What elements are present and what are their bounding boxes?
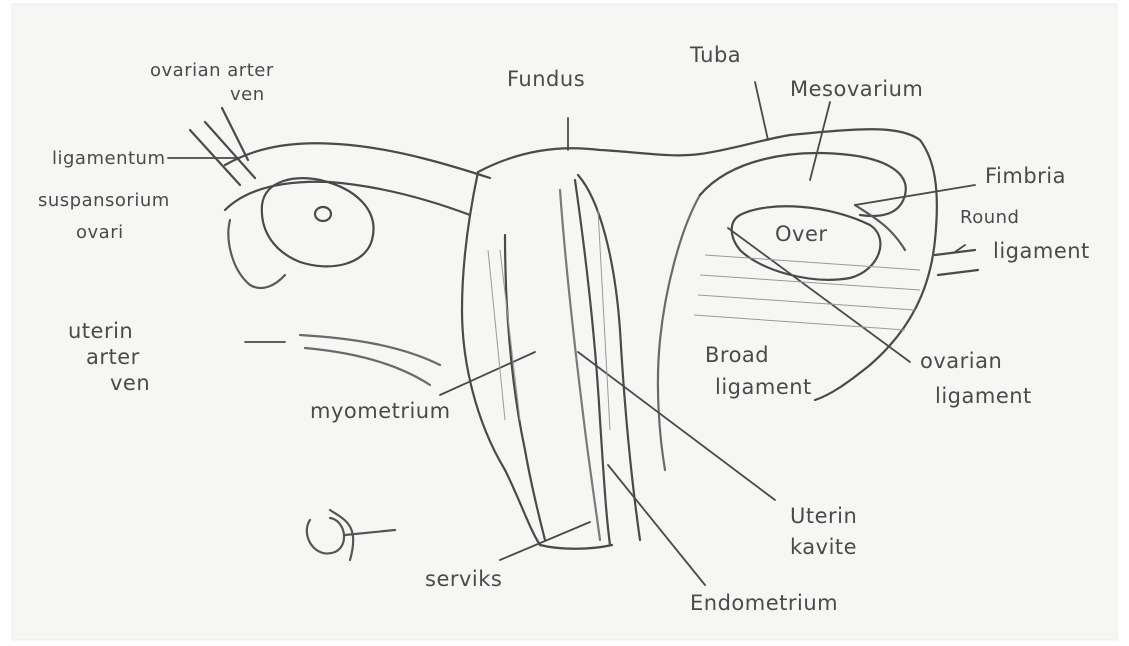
label-over: Over — [775, 223, 828, 245]
label-endometrium: Endometrium — [690, 592, 838, 614]
label-uterin-kavite-1: Uterin — [790, 505, 857, 527]
label-fimbria: Fimbria — [985, 165, 1066, 187]
label-arter: arter — [86, 346, 140, 368]
label-mesovarium: Mesovarium — [790, 78, 923, 100]
label-ovarian-ligament: ligament — [935, 385, 1032, 407]
label-round: Round — [960, 207, 1019, 229]
label-ovarian: ovarian — [920, 350, 1002, 372]
label-ovarian-arter: ovarian arter — [150, 60, 274, 82]
label-myometrium: myometrium — [310, 400, 451, 422]
label-broad: Broad — [705, 344, 769, 366]
label-serviks: serviks — [425, 568, 502, 590]
label-uterin: uterin — [68, 320, 133, 342]
paper-sheet — [12, 4, 1117, 640]
label-suspansorium: suspansorium — [38, 190, 170, 212]
label-ven-left: ven — [110, 372, 150, 394]
label-ven-top: ven — [230, 84, 265, 106]
label-ligamentum: ligamentum — [52, 148, 165, 170]
label-tuba: Tuba — [690, 44, 741, 66]
label-broad-ligament: ligament — [715, 376, 812, 398]
label-round-ligament: ligament — [993, 240, 1090, 262]
label-ovari: ovari — [76, 222, 124, 244]
label-uterin-kavite-2: kavite — [790, 536, 857, 558]
label-fundus: Fundus — [507, 68, 585, 90]
